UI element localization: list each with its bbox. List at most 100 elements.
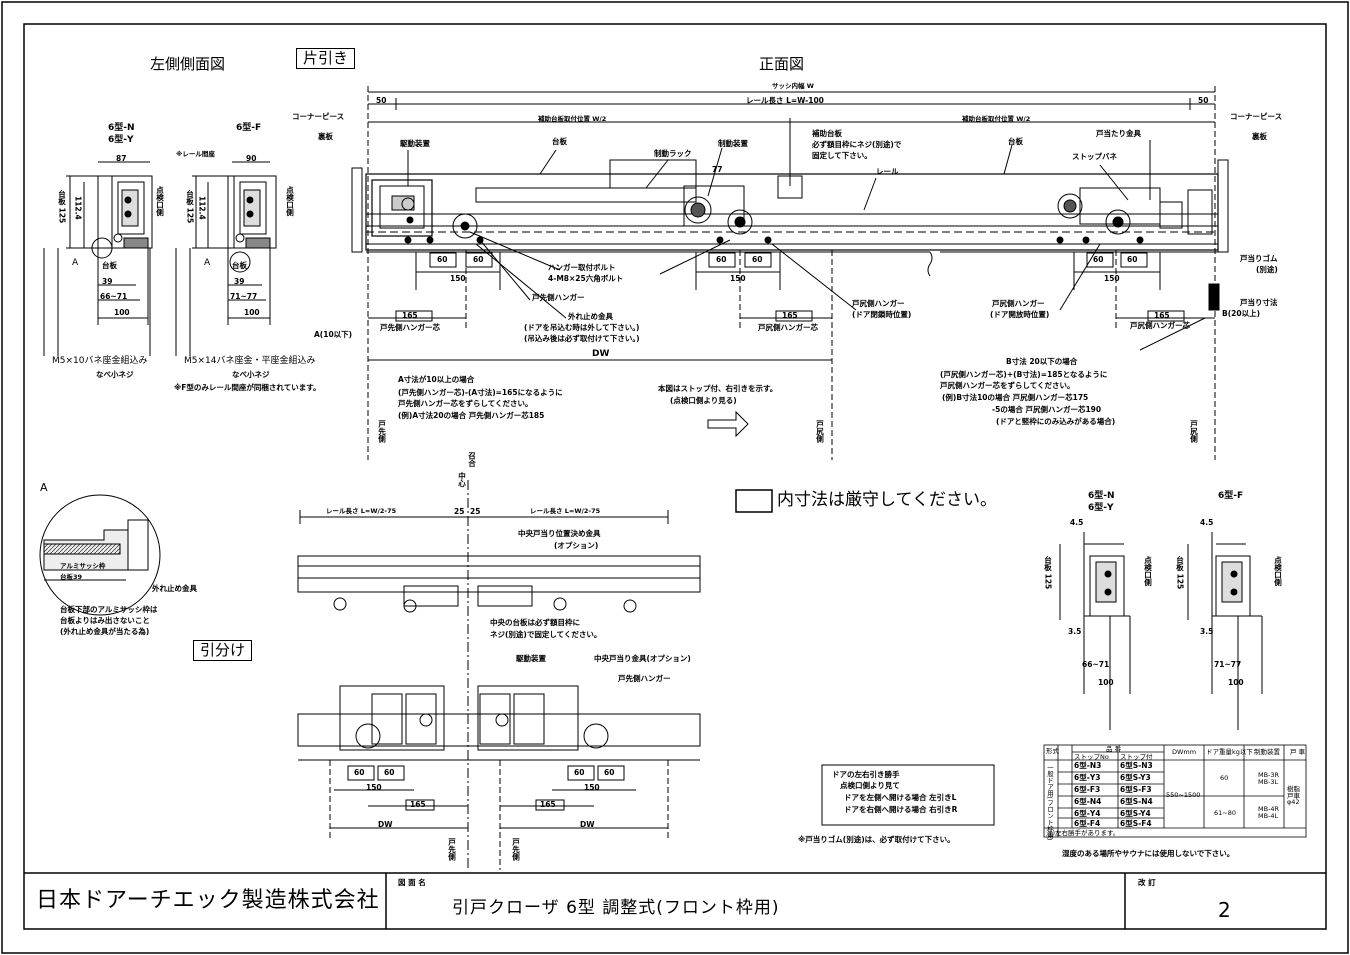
- spec-row-3-b: 6型S-F3: [1120, 785, 1152, 794]
- detail-note-1: 台板下部のアルミサッシ枠は: [60, 605, 158, 614]
- bi-rail-left: レール長さ L=W/2-75: [326, 507, 397, 515]
- right-dim-100-a: 100: [1098, 678, 1114, 687]
- aux-base-note-1: 必ず額目枠にネジ(別途)で: [812, 140, 902, 149]
- dim-150-c: 150: [1104, 274, 1120, 283]
- company-name: 日本ドアーチエック製造株式会社: [36, 888, 380, 913]
- drawing-name: 引戸クローザ 6型 調整式(フロント枠用): [452, 898, 780, 918]
- back-plate-right: 裏板: [1252, 132, 1267, 141]
- center-stop-label: 中央戸当り金具(オプション): [594, 654, 691, 663]
- dim-90: 90: [246, 154, 257, 163]
- base-label-a: 台板: [102, 261, 117, 270]
- corner-piece-right: コーナーピース: [1230, 112, 1283, 121]
- bi-dim-150-b: 150: [584, 783, 600, 792]
- hand-box: [821, 764, 995, 826]
- note-b-1: B寸法 20以下の場合: [1006, 357, 1078, 366]
- inspect-side-b: 点検口側: [285, 186, 295, 216]
- bi-dim-60-b: 60: [384, 768, 395, 777]
- detail-note-2: 台板よりはみ出さないこと: [60, 616, 150, 625]
- note-b-3: 戸尻側ハンガー芯をずらしてください。: [940, 381, 1075, 390]
- f-type-note: ※F型のみレール間座が同梱されています。: [174, 383, 321, 392]
- base-39-label: 台板39: [60, 573, 83, 581]
- dim-60-f: 60: [1127, 255, 1138, 264]
- side-n-title-2: 6型-Y: [108, 135, 134, 145]
- dim-87: 87: [116, 154, 127, 163]
- spec-h-brake: 制動装置: [1254, 748, 1280, 756]
- derail-detail-label: 外れ止め金具: [152, 584, 197, 593]
- dim-165-a: 165: [402, 311, 418, 320]
- right-dim-100-b: 100: [1228, 678, 1244, 687]
- note-b-4: (例)B寸法10の場合 戸尻側ハンガー芯175: [942, 393, 1089, 402]
- spec-row-6-a: 6型-F4: [1074, 819, 1101, 828]
- bi-dw-2: DW: [580, 820, 595, 829]
- spec-weight-1: 60: [1220, 774, 1229, 782]
- center-base-note-2: ネジ(別途)で固定してください。: [490, 630, 602, 639]
- door-tail-side-2: 戸尻側: [1189, 420, 1199, 443]
- door-rubber-label-2: (別途): [1256, 265, 1278, 274]
- dim-77: 77: [712, 165, 723, 174]
- bi-tip-1: 戸先側: [447, 838, 457, 861]
- bi-parting-label: 引分け: [193, 640, 253, 661]
- height-125-a: 台板 125: [57, 190, 67, 224]
- derail-fitting-label: 外れ止め金具: [568, 312, 613, 321]
- center-label-1: 召合: [467, 452, 477, 467]
- detail-a: [39, 494, 161, 616]
- spec-row-3-a: 6型-F3: [1074, 785, 1101, 794]
- aux-base-pos-left: 補助台板取付位置 W/2: [538, 115, 607, 123]
- dim-50-right: 50: [1198, 96, 1209, 105]
- door-tail-side: 戸尻側: [815, 420, 825, 443]
- dw-label: DW: [592, 349, 610, 359]
- side-view-f: [175, 161, 277, 356]
- right-dim-35-b: 3.5: [1200, 627, 1214, 636]
- front-view-title: 正面図: [759, 55, 805, 73]
- dim-60-e: 60: [1093, 255, 1104, 264]
- base-plate-label-right: 台板: [1008, 137, 1023, 146]
- hand-note-3: ドアを左側へ開ける場合 左引きL: [844, 793, 957, 802]
- revision-label: 改 訂: [1138, 878, 1156, 887]
- right-height-125-a: 台板 125: [1043, 556, 1053, 590]
- single-slide-label: 片引き: [296, 48, 356, 69]
- bi-dim-60-a: 60: [354, 768, 365, 777]
- inspect-side-a: 点検口側: [155, 186, 165, 216]
- side-n-title-1: 6型-N: [108, 123, 135, 133]
- aux-base-label: 補助台板: [812, 129, 842, 138]
- strict-notice: 内寸法は厳守してください。: [777, 490, 997, 510]
- spec-row-4-b: 6型S-N4: [1120, 797, 1153, 806]
- spec-wheel: 樹脂戸車 φ42: [1287, 785, 1300, 806]
- spec-row-6-b: 6型S-F4: [1120, 819, 1152, 828]
- spec-row-4-a: 6型-N4: [1074, 797, 1102, 806]
- bi-drive-label: 駆動装置: [516, 654, 546, 663]
- hanger-bolt-label-1: ハンガー取付ボルト: [548, 263, 616, 272]
- dim-60-a: 60: [437, 255, 448, 264]
- spec-row-1-a: 6型-N3: [1074, 761, 1102, 770]
- rail-length: レール長さ L=W-100: [746, 96, 824, 105]
- right-inspect-a: 点検口側: [1143, 556, 1153, 586]
- left-side-view-title: 左側側面図: [150, 55, 226, 73]
- screw-f-1: M5×14バネ座金・平座金組込み: [184, 356, 316, 366]
- dim-60-d: 60: [752, 255, 763, 264]
- dim-25-b: 25: [470, 507, 481, 516]
- corner-piece-left: コーナーピース: [292, 112, 345, 121]
- side-f-title: 6型-F: [236, 123, 262, 133]
- dim-60-b: 60: [473, 255, 484, 264]
- height-1124-a: 112.4: [73, 196, 83, 220]
- title-block-frame: [24, 872, 1326, 929]
- center-base-note-1: 中央の台板は必ず額目枠に: [490, 618, 580, 627]
- center-fitting-1: 中央戸当り位置決め金具: [518, 529, 601, 538]
- rear-hanger-closed-2: (ドア閉鎖時位置): [852, 310, 912, 319]
- spec-brake-1: MB-3R MB-3L: [1258, 771, 1280, 786]
- rear-hanger-open-2: (ドア開放時位置): [990, 310, 1050, 319]
- bi-front-hanger-label: 戸先側ハンガー: [618, 674, 671, 683]
- hand-note-2: 点検口側より見て: [840, 781, 900, 790]
- brake-rack-label: 制動ラック: [654, 149, 692, 158]
- bi-dw-1: DW: [378, 820, 393, 829]
- spec-row-2-b: 6型S-Y3: [1120, 773, 1151, 782]
- derail-note-1: (ドアを吊込む時は外して下さい。): [524, 323, 640, 332]
- height-125-b: 台板 125: [185, 190, 195, 224]
- door-rubber-label-1: 戸当りゴム: [1240, 254, 1278, 263]
- front-view: [351, 86, 1229, 460]
- spec-dw-range: 550~1500: [1166, 791, 1201, 799]
- drawing-name-label: 図 面 名: [398, 878, 426, 887]
- sash-frame-label: アルミサッシ枠: [60, 562, 106, 570]
- note-a-2: (戸先側ハンガー芯)-(A寸法)=165になるように: [398, 388, 563, 397]
- bi-dim-150-a: 150: [366, 783, 382, 792]
